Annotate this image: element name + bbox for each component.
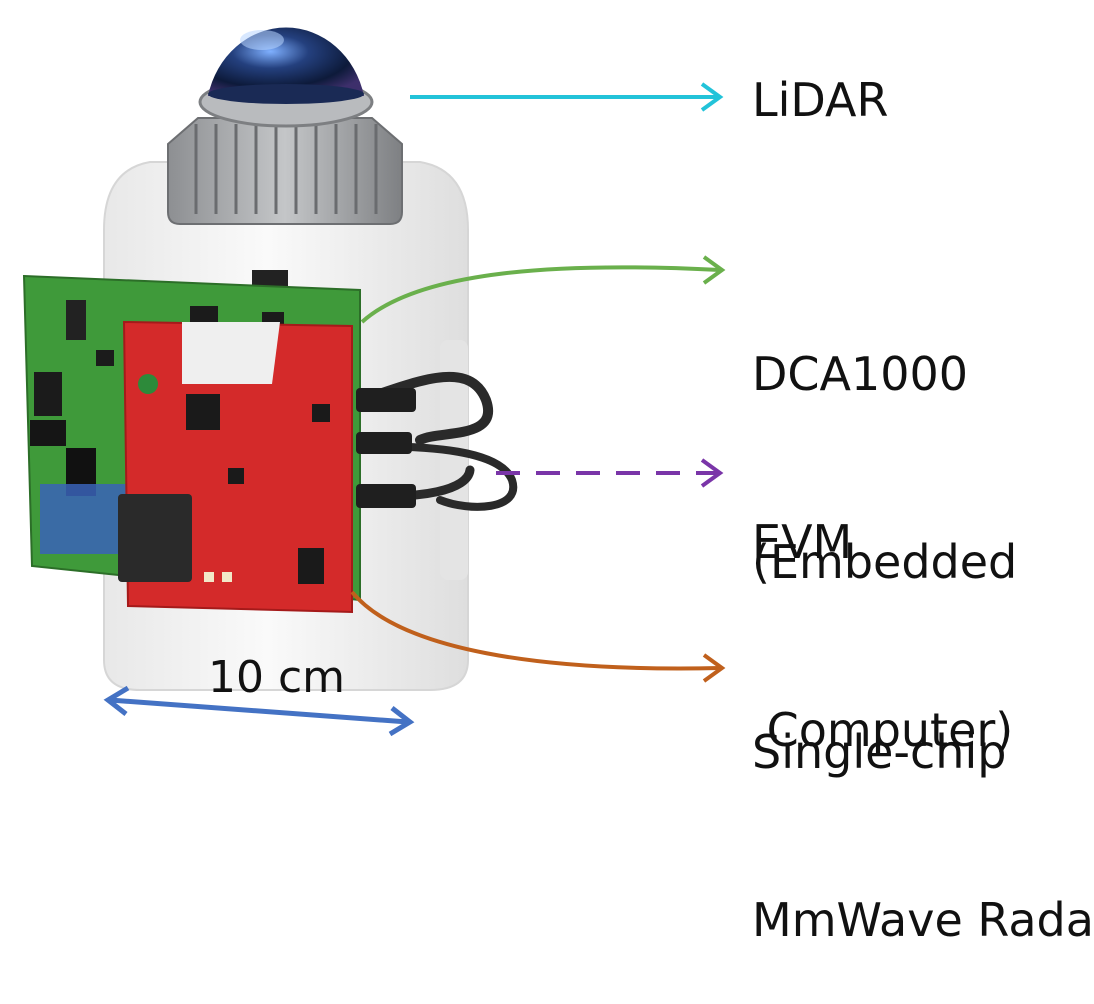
radar-arrow [350,590,726,683]
mmwave-radar-board [118,320,353,614]
dca1000-label-line2: EVM [752,515,853,569]
radar-label-line2: MmWave Radar [752,893,1094,947]
embedded-arrow [496,458,724,488]
lidar-arrow [410,82,724,112]
radar-label: Single-chip MmWave Radar [752,612,1094,1004]
dimension-label: 10 cm [208,652,346,703]
embedded-label-line2: Computer) [752,703,1014,757]
dca1000-label: DCA1000 EVM [752,234,968,626]
cables [356,372,518,511]
dimension-arrow [103,685,415,737]
radar-label-line1: Single-chip [752,725,1007,779]
dca-arrow [360,255,726,324]
embedded-computer-label: (Embedded Computer) [752,422,1017,814]
dca1000-label-line1: DCA1000 [752,347,969,401]
device-diagram [22,27,726,737]
embedded-label-line1: (Embedded [752,535,1018,589]
lidar-label: LiDAR [752,73,889,127]
lidar-sensor [167,27,403,225]
